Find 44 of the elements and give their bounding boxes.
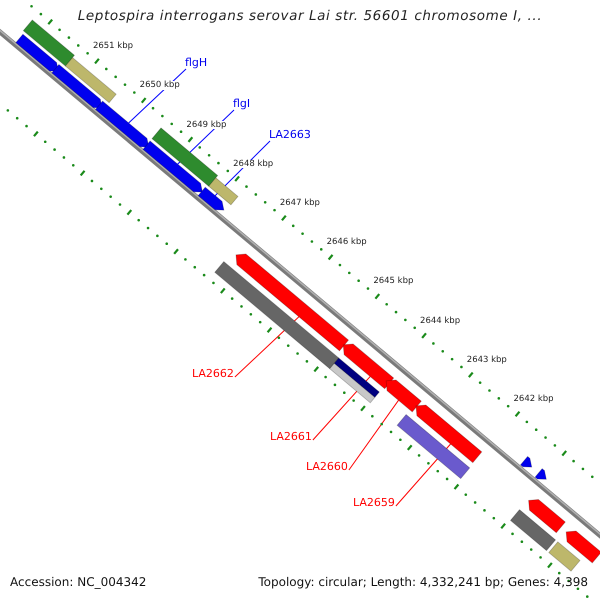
gene-bar [548, 541, 581, 572]
scale-label: 2649 kbp [186, 120, 226, 130]
gene-bar [64, 57, 117, 104]
gene-bar [214, 261, 340, 370]
gene-feature [236, 254, 350, 352]
gene-feature [534, 468, 547, 480]
scale-label: 2642 kbp [514, 395, 554, 404]
scale-label: 2648 kbp [233, 160, 274, 168]
scale-label: 2647 kbp [280, 198, 320, 208]
gene-bar [329, 362, 376, 404]
gene-feature [386, 380, 422, 412]
leader-line [348, 400, 399, 470]
gene-feature [94, 100, 150, 148]
scale-label: 2650 kbp [140, 81, 180, 90]
gene-feature [566, 530, 600, 564]
gene-bar [208, 177, 239, 206]
gene-feature [520, 456, 532, 468]
gene-feature [416, 404, 482, 464]
scale-label: 2651 kbp [92, 42, 134, 51]
gene-feature [51, 64, 103, 108]
gene-label: LA2663 [269, 129, 311, 140]
gene-label: flgI [233, 98, 250, 109]
gene-label: LA2659 [353, 497, 395, 508]
title: Leptospira interrogans serovar Lai str. 56601 chromosome I, ... [76, 10, 544, 24]
gene-label: flgH [185, 57, 208, 68]
gene-feature [198, 186, 224, 210]
scale-label: 2646 kbp [326, 238, 367, 247]
scale-label: 2643 kbp [466, 356, 507, 364]
accession-text: Accession: NC_004342 [10, 576, 146, 588]
scale-label: 2644 kbp [420, 316, 460, 326]
genome-info-text: Topology: circular; Length: 4,332,241 bp; Genes: 4,398 [258, 576, 588, 588]
gene-bar [510, 509, 556, 552]
gene-label: LA2662 [192, 368, 234, 379]
gene-bar [396, 414, 470, 480]
gene-bar [151, 127, 218, 187]
gene-feature [342, 344, 394, 390]
scale-label: 2645 kbp [373, 277, 414, 286]
gene-feature [142, 140, 203, 193]
gene-feature [528, 499, 566, 534]
gene-feature [15, 34, 59, 72]
gene-bar [334, 357, 380, 398]
gene-bar [22, 19, 75, 67]
gene-label: LA2661 [270, 431, 312, 442]
gene-label: LA2660 [306, 461, 348, 472]
